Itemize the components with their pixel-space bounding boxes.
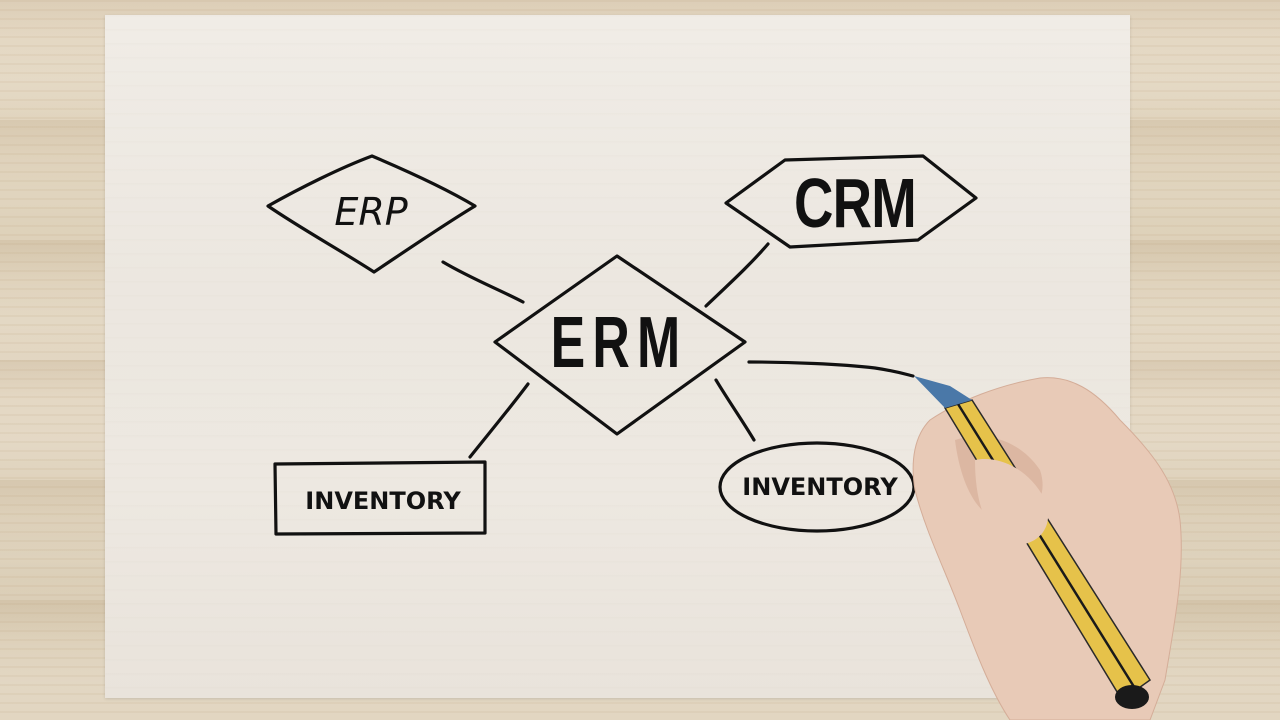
- inventory-rectangle-label: INVENTORY: [305, 487, 461, 515]
- erm-diamond-shape: [493, 254, 747, 436]
- connector-erm-erp: [441, 260, 525, 304]
- crm-hexagon-shape: [724, 154, 978, 249]
- inventory-ellipse-shape: [718, 441, 916, 533]
- marker-tip: [914, 376, 972, 408]
- erm-center-label: ERM: [550, 303, 688, 383]
- marker-cap-end: [1115, 685, 1149, 709]
- connector-erm-inventory-oval: [714, 378, 756, 442]
- crm-label: CRM: [793, 164, 917, 242]
- hand-with-marker: [912, 376, 1182, 720]
- inventory-ellipse-label: INVENTORY: [742, 473, 898, 501]
- connector-erm-crm: [704, 242, 770, 308]
- connector-being-drawn: [747, 360, 915, 378]
- connector-erm-inventory-rect: [468, 382, 530, 459]
- inventory-rectangle-shape: [273, 460, 487, 536]
- erp-label: ERP: [334, 190, 408, 234]
- erp-diamond-shape: [266, 154, 477, 274]
